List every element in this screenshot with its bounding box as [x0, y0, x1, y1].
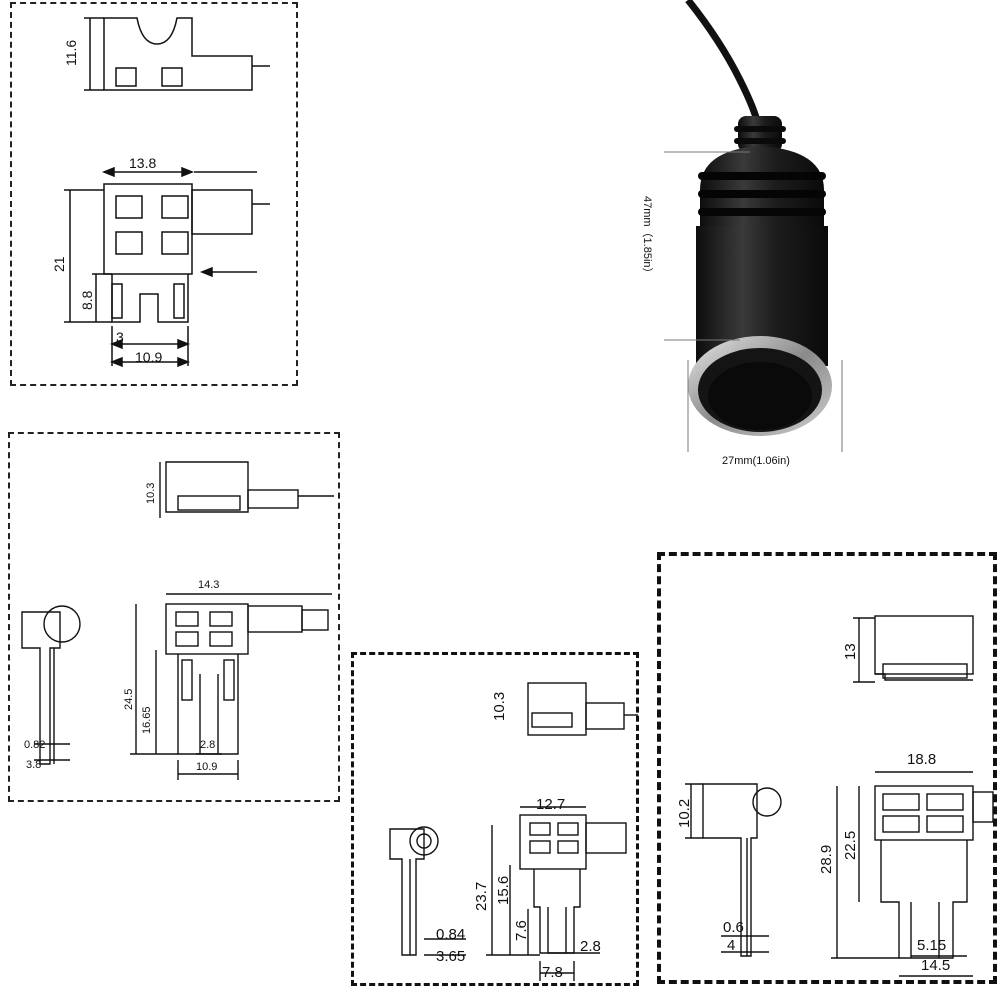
fuse-tap-drawing-4: 13 18.8 10.2 28.9 22.5 0.6 4 5.15 14.5 [657, 552, 997, 984]
dim-height-blade: 7.6 [513, 920, 530, 941]
dim-height-blade: 16.65 [141, 706, 153, 734]
dim-side-height: 10.2 [676, 798, 693, 828]
fuse-tap-drawing-3: 10.3 12.7 23.7 15.6 7.6 2.8 7.8 0.84 3.6… [351, 652, 639, 986]
fuse-tap-drawing-2-lines [21, 461, 334, 780]
dim-height-mid: 22.5 [842, 830, 859, 860]
dim-height-top: 11.6 [63, 39, 79, 66]
dim-blade-span: 10.9 [196, 761, 218, 773]
dim-pin-thickness: 0.84 [436, 926, 466, 943]
dim-height-top: 10.3 [491, 691, 508, 721]
fuse-tap-drawing-4-lines [685, 615, 994, 977]
dim-width: 18.8 [907, 751, 937, 768]
dim-height-total: 28.9 [818, 844, 835, 874]
dim-height-mid: 15.6 [495, 875, 512, 905]
dim-blade-span: 7.8 [542, 964, 563, 981]
socket-drawing [664, 0, 843, 452]
dim-pin-width: 4 [727, 937, 736, 954]
socket-width-label: 27mm(1.06in) [722, 455, 790, 467]
dim-blade-gap: 2.8 [200, 739, 216, 751]
dim-pin-thickness: 0.82 [24, 739, 46, 751]
dim-height-blade: 8.8 [79, 290, 95, 310]
dim-pin-width: 3.65 [436, 948, 466, 965]
fuse-tap-drawing-3-lines [389, 682, 638, 981]
dim-height-top: 10.3 [145, 482, 157, 504]
dim-height-total: 24.5 [123, 688, 135, 710]
dim-blade-gap: 2.8 [580, 938, 601, 955]
dim-height-total: 21 [51, 256, 67, 272]
dim-width: 12.7 [536, 796, 566, 813]
fuse-tap-drawing-1-lines [64, 17, 270, 368]
dim-pin-thickness: 0.6 [723, 919, 744, 936]
dim-width: 14.3 [198, 579, 220, 591]
fuse-tap-drawing-2: 10.3 14.3 24.5 16.65 2.8 10.9 0.82 3.8 [8, 432, 340, 802]
socket-height-label: 47mm（1.85in） [641, 196, 653, 279]
dim-blade-span: 14.5 [921, 957, 951, 974]
dim-blade-width: 3 [116, 329, 124, 345]
socket-illustration: 47mm（1.85in） 27mm(1.06in) [640, 0, 1000, 480]
dim-pin-width: 3.8 [26, 759, 42, 771]
dim-blade-span: 10.9 [135, 349, 163, 365]
dim-height-top: 13 [842, 643, 859, 660]
fuse-tap-drawing-1: 11.6 13.8 21 8.8 3 10.9 [10, 2, 298, 386]
dim-width: 13.8 [129, 155, 157, 171]
dim-blade-gap: 5.15 [917, 937, 947, 954]
dim-height-total: 23.7 [473, 881, 490, 911]
